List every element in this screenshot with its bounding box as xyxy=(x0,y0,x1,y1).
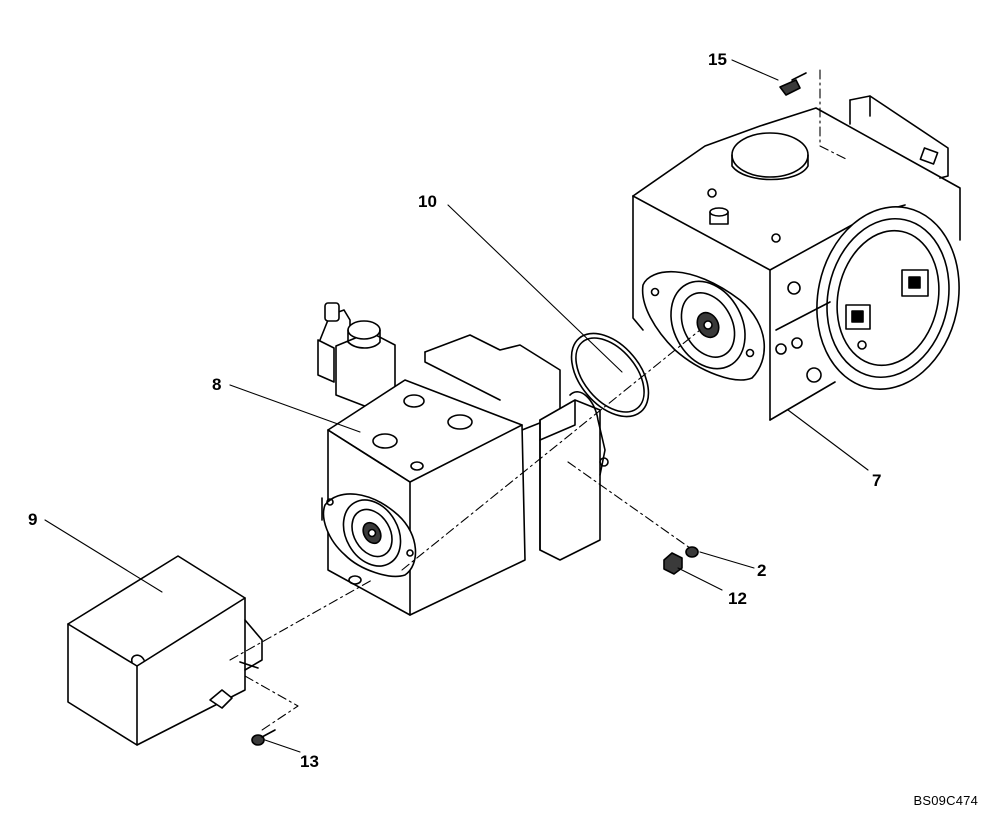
callout-7: 7 xyxy=(872,471,882,490)
callout-10: 10 xyxy=(418,192,437,211)
o-ring-part-10 xyxy=(570,332,650,418)
pump-housing-part-7 xyxy=(632,95,961,421)
callout-15: 15 xyxy=(708,50,727,69)
callout-8: 8 xyxy=(212,375,222,394)
charge-pump-part-8 xyxy=(317,302,609,616)
screw-part-15 xyxy=(779,72,807,96)
callout-12: 12 xyxy=(728,589,747,608)
leader-lines xyxy=(44,59,869,753)
nut-part-12 xyxy=(663,552,683,575)
screw-part-13 xyxy=(251,729,276,746)
callout-2: 2 xyxy=(757,561,767,580)
assembly-centerlines xyxy=(229,69,849,731)
cover-part-9 xyxy=(67,555,263,746)
callout-13: 13 xyxy=(300,752,319,771)
washer-part-2 xyxy=(685,546,699,558)
callout-9: 9 xyxy=(28,510,38,529)
drawing-code: BS09C474 xyxy=(913,793,978,808)
